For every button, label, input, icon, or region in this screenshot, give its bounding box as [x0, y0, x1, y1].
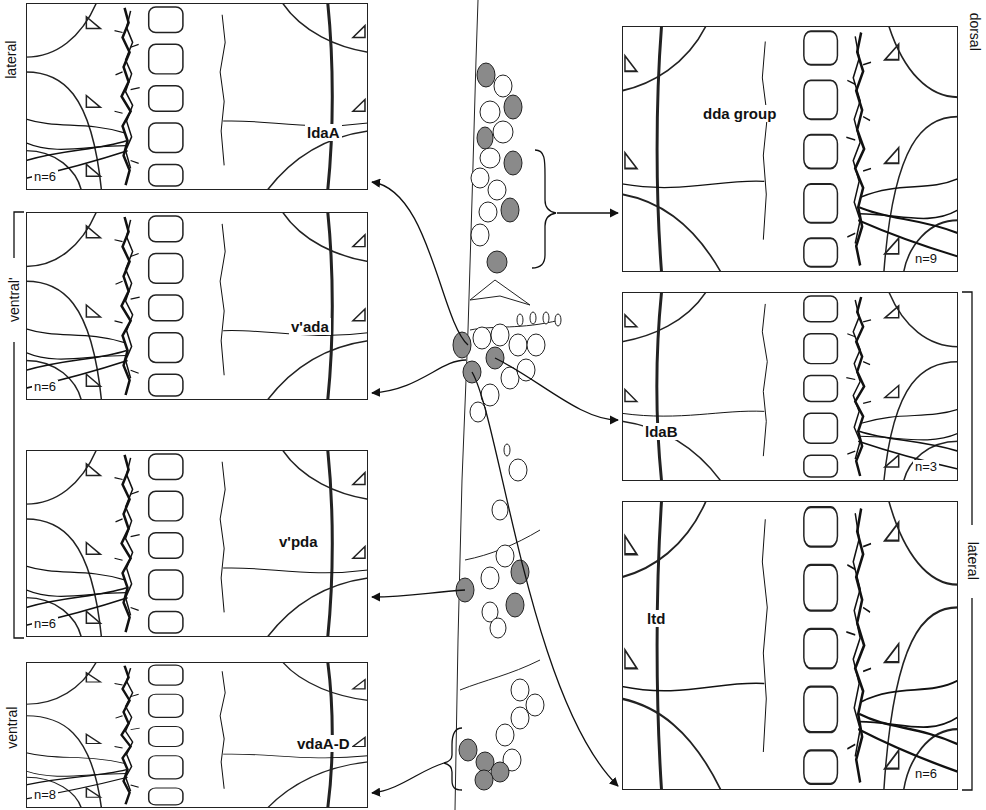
neuron-name: v'pda [277, 533, 320, 550]
neuron-name: ldaB [643, 423, 680, 440]
neuron-name: vdaA-D [295, 735, 352, 752]
axis-label: lateral [4, 38, 19, 82]
neuron-panel: ldaB n=3 [622, 292, 958, 481]
neuron-name: ltd [645, 610, 667, 627]
axis-label: ventral' [6, 275, 21, 326]
sample-count: n=9 [913, 252, 939, 267]
axis-label: ventral [5, 704, 20, 752]
neuron-name: ldaA [305, 124, 342, 141]
neuron-panel: v'ada n=6 [26, 212, 368, 400]
neuron-panel: ldaA n=6 [26, 3, 368, 190]
sample-count: n=6 [913, 767, 939, 782]
sample-count: n=6 [32, 617, 58, 632]
sample-count: n=6 [32, 170, 58, 185]
neuron-panel: ltd n=6 [622, 501, 958, 790]
axis-label: dorsal [966, 10, 981, 54]
neuron-panel: v'pda n=6 [26, 450, 368, 637]
neuron-panel: vdaA-D n=8 [26, 662, 368, 808]
neuron-name: dda group [701, 105, 778, 122]
neuron-name: v'ada [289, 318, 331, 335]
sample-count: n=6 [32, 380, 58, 395]
sample-count: n=8 [32, 788, 58, 803]
neuron-panel: dda group n=9 [622, 26, 958, 272]
axis-label: lateral [964, 539, 979, 583]
sample-count: n=3 [913, 460, 939, 475]
